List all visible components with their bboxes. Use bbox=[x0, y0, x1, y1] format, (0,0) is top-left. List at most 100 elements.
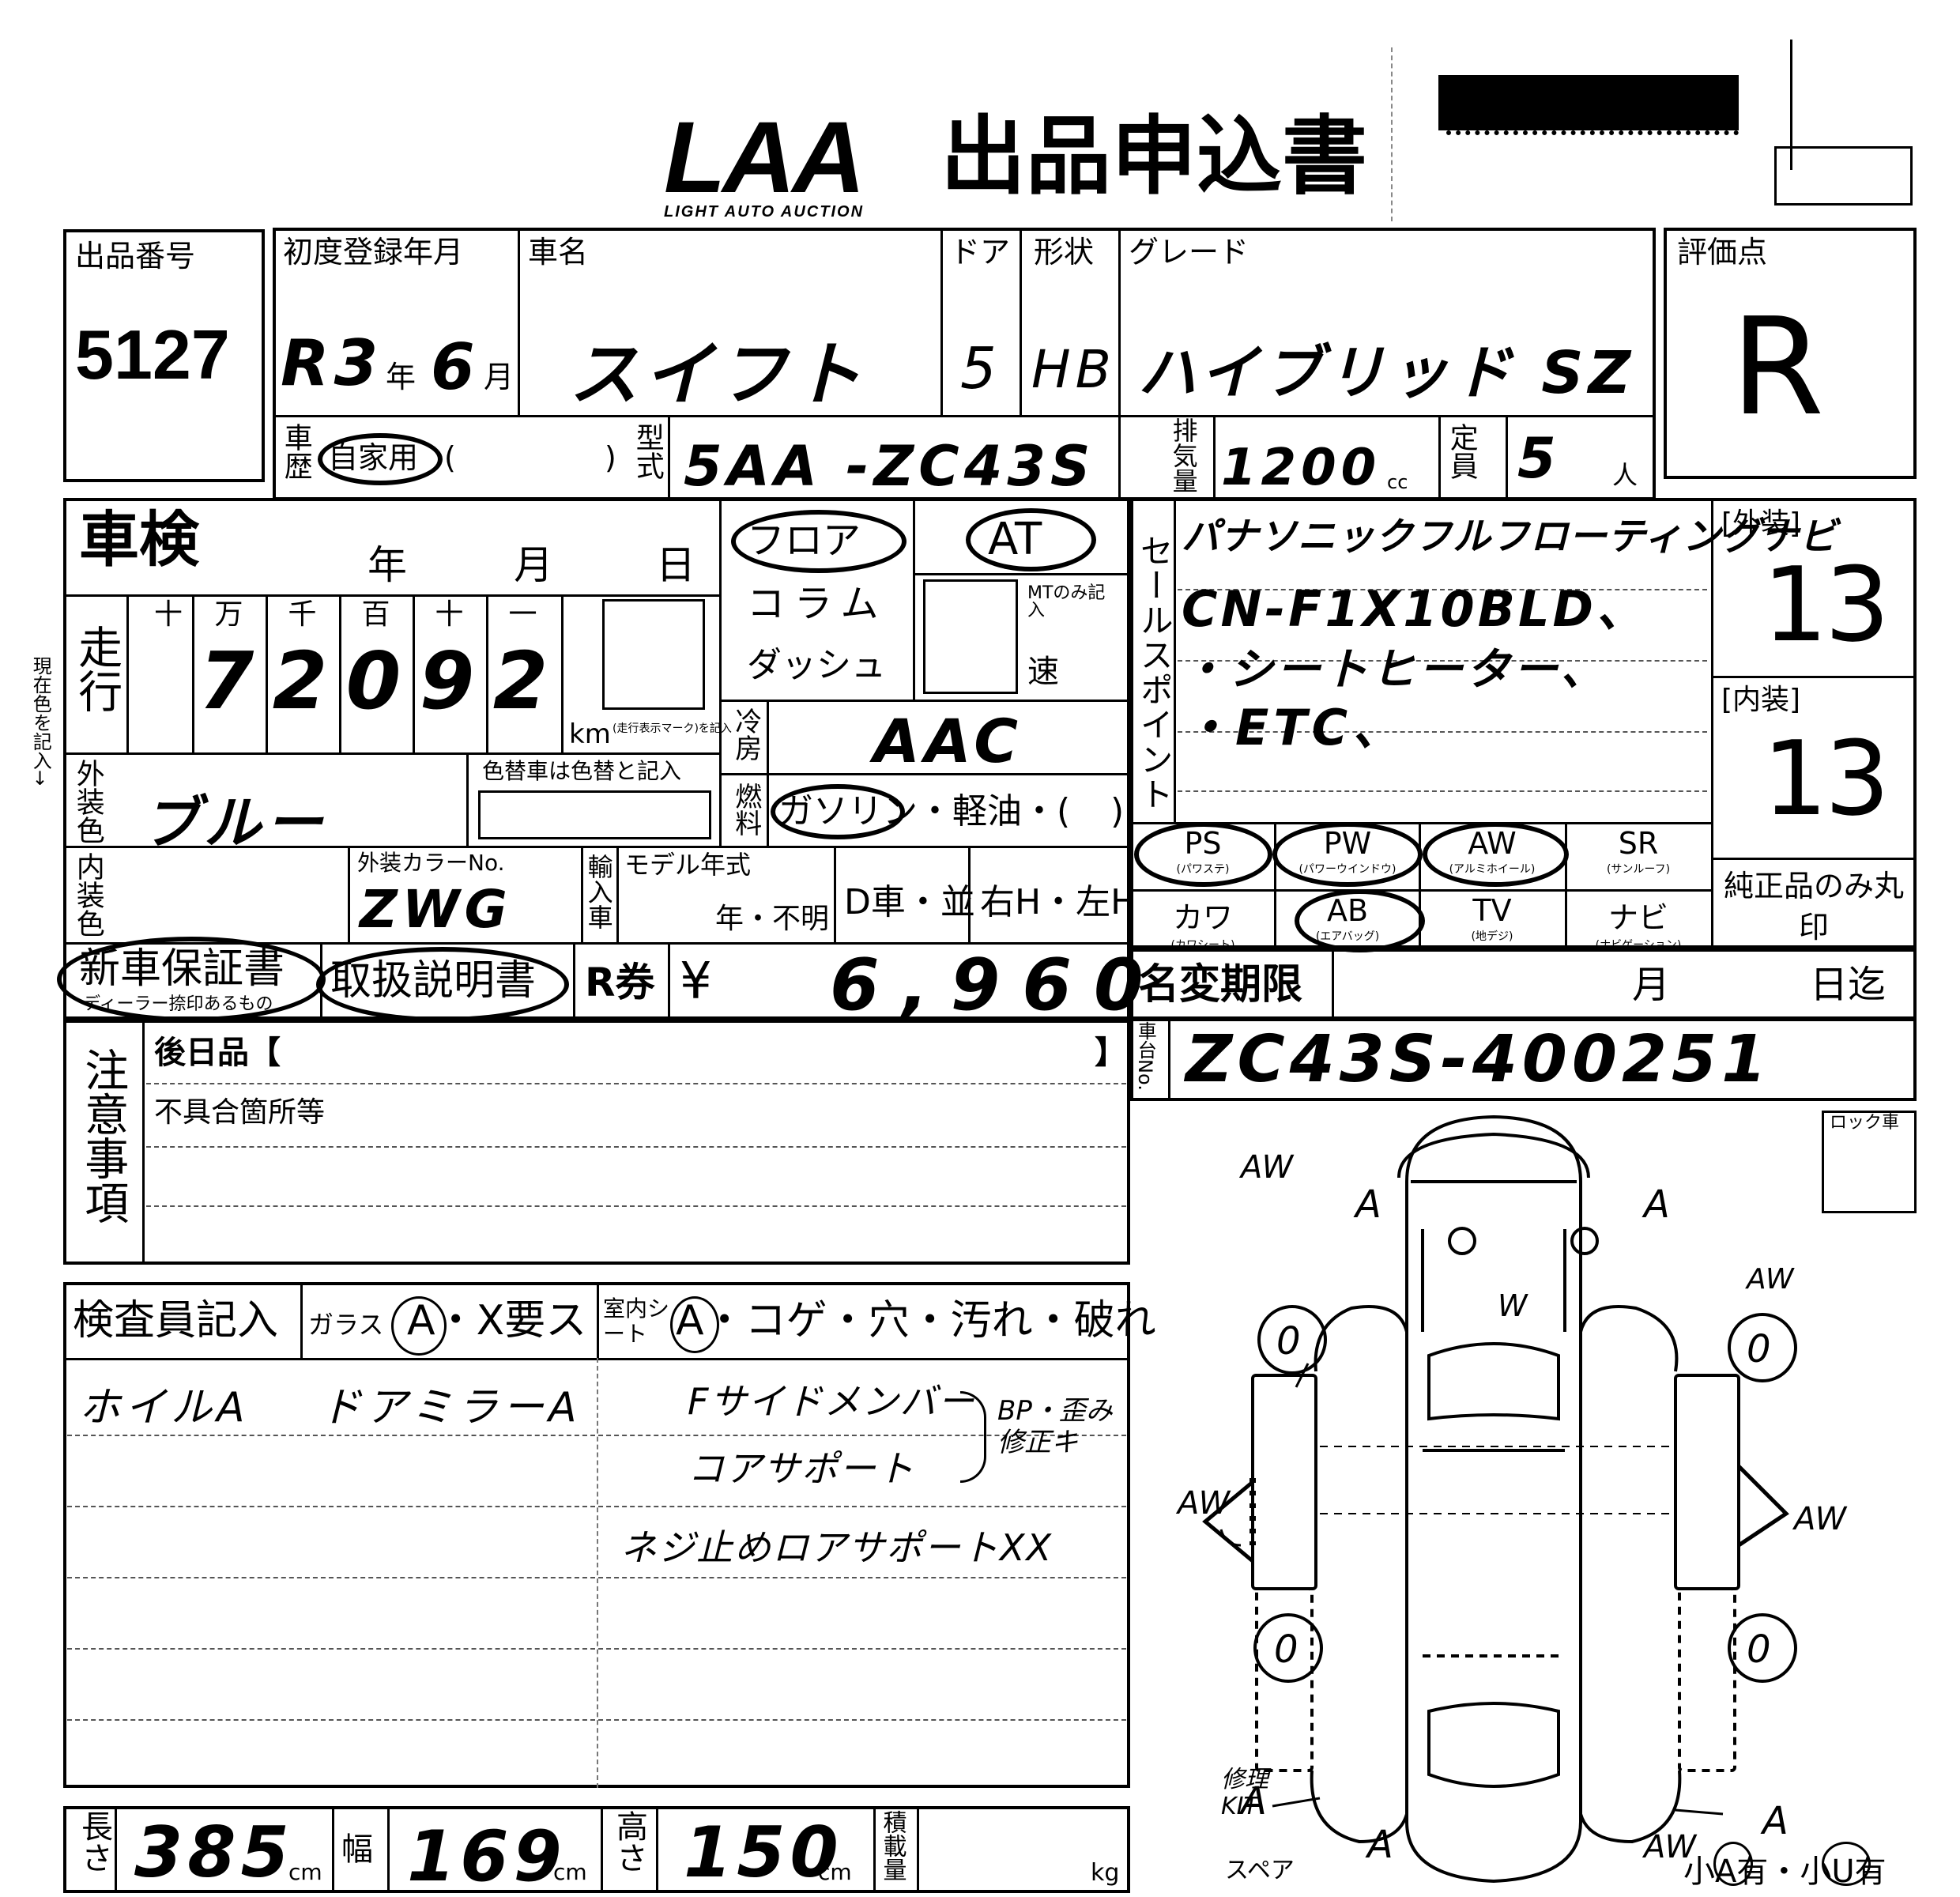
length-unit: cm bbox=[288, 1859, 322, 1885]
mark-w: W bbox=[1498, 1288, 1528, 1323]
mileage-digits: 7 2 0 9 2 bbox=[126, 642, 561, 737]
fuel-close: ) bbox=[1110, 791, 1125, 832]
inspection-year: 年 bbox=[368, 542, 407, 588]
inspection-day: 日 bbox=[656, 542, 695, 588]
history-circle bbox=[318, 433, 443, 485]
mark-a: A bbox=[1642, 1182, 1670, 1227]
laa-logo: LAA LIGHT AUTO AUCTION bbox=[664, 107, 925, 221]
equip-tv: TV (地デジ) bbox=[1421, 893, 1563, 944]
mileage-note: (走行表示マーク)を記入 bbox=[612, 722, 732, 735]
score-value: R bbox=[1731, 289, 1830, 446]
door-left-rear bbox=[1255, 1587, 1314, 1772]
ext-color-label: 外装色 bbox=[71, 759, 104, 844]
model-year-value: 年・不明 bbox=[715, 903, 830, 935]
mark-0: 0 bbox=[1276, 1319, 1301, 1363]
insp-note-core-support: コアサポート bbox=[688, 1447, 915, 1490]
length-label: 長さ bbox=[76, 1810, 112, 1873]
import-label: 輸入車 bbox=[583, 854, 614, 930]
inspection-block bbox=[63, 498, 1130, 1020]
equip-sub: (地デジ) bbox=[1471, 930, 1513, 943]
ps-circle bbox=[1134, 822, 1272, 887]
mileage-col-label: 一 bbox=[508, 598, 537, 631]
width-label: 幅 bbox=[341, 1831, 373, 1868]
door-right-rear bbox=[1678, 1587, 1736, 1772]
later-items-label: 後日品【 bbox=[154, 1035, 281, 1071]
headlight-left bbox=[1448, 1227, 1476, 1255]
equip-code: TV bbox=[1472, 893, 1512, 928]
model-year-label: モデル年式 bbox=[624, 850, 752, 880]
mark-aw: AW bbox=[1792, 1501, 1848, 1537]
mark-aw: AW bbox=[1175, 1485, 1231, 1522]
sales-line-2: CN-F1X10BLD、 bbox=[1182, 580, 1649, 638]
genuine-note: 純正品のみ丸印 bbox=[1723, 869, 1904, 945]
exterior-label: [外装] bbox=[1721, 507, 1801, 540]
repaint-box bbox=[478, 790, 711, 839]
mark-aw: AW bbox=[1642, 1829, 1698, 1865]
equip-code: ナビ bbox=[1608, 900, 1668, 935]
ac-label: 冷房 bbox=[729, 707, 762, 761]
mileage-mark-box bbox=[602, 599, 705, 710]
lot-number: 5127 bbox=[75, 315, 230, 394]
mark-a: A bbox=[1760, 1799, 1788, 1843]
repaint-note: 色替車は色替と記入 bbox=[482, 758, 682, 784]
sales-points-label: セールスポイント bbox=[1135, 534, 1174, 812]
mark-a: A bbox=[1353, 1182, 1381, 1227]
grade-label: グレード bbox=[1129, 235, 1250, 270]
mileage-label: 走行 bbox=[70, 624, 122, 713]
equip-sub: (サンルーフ) bbox=[1606, 863, 1671, 876]
door-value: 5 bbox=[960, 335, 1001, 402]
windshield bbox=[1427, 1342, 1560, 1421]
seat-options: A・コゲ・穴・汚れ・破れ bbox=[676, 1297, 1156, 1344]
mileage-col-label: 百 bbox=[361, 598, 390, 631]
door-label: ドア bbox=[950, 235, 1011, 270]
trans-circle bbox=[966, 508, 1096, 571]
car-body-outline bbox=[1405, 1114, 1582, 1884]
height-label: 高さ bbox=[611, 1810, 647, 1873]
shape-label: 形状 bbox=[1034, 235, 1095, 270]
mileage-digit: 9 bbox=[419, 635, 480, 727]
mileage-unit: km bbox=[569, 718, 611, 750]
inspector-label: 検査員記入 bbox=[73, 1297, 279, 1344]
fuel-circle bbox=[771, 784, 905, 839]
chassis-label: 車台No. bbox=[1134, 1021, 1157, 1091]
form-title: 出品申込書 bbox=[940, 107, 1368, 206]
ab-circle bbox=[1295, 889, 1425, 952]
length-value: 385 bbox=[134, 1812, 294, 1893]
pw-circle bbox=[1272, 822, 1423, 887]
logo-subtext: LIGHT AUTO AUCTION bbox=[664, 203, 865, 221]
manual-circle bbox=[316, 947, 569, 1022]
name-change-month: 月 bbox=[1632, 963, 1671, 1007]
sales-line-3: ・シートヒーター、 bbox=[1182, 644, 1608, 696]
insp-note-wheel: ホイルA bbox=[79, 1384, 250, 1431]
name-change-label: 名変期限 bbox=[1138, 961, 1303, 1009]
insp-note-lower-support: ネジ止めロアサポートXX bbox=[620, 1526, 1054, 1569]
fender-left-front bbox=[1314, 1305, 1408, 1372]
repair-kit-note: 修理KIT bbox=[1221, 1766, 1268, 1820]
redaction-block bbox=[1438, 75, 1739, 130]
capacity-value: 5 bbox=[1517, 426, 1561, 491]
stamp-box bbox=[1774, 146, 1913, 206]
mileage-col-label: 十 bbox=[153, 598, 183, 631]
lot-label: 出品番号 bbox=[75, 239, 196, 273]
defects-label: 不具合箇所等 bbox=[154, 1096, 326, 1129]
wheel-front-right bbox=[1728, 1313, 1797, 1382]
displacement-label: 排気量 bbox=[1168, 417, 1199, 493]
mark-a: A bbox=[1365, 1823, 1393, 1867]
equip-sr: SR (サンルーフ) bbox=[1567, 826, 1709, 877]
headlight-right bbox=[1570, 1227, 1599, 1255]
bottom-circle-u bbox=[1822, 1842, 1871, 1886]
wheel-front-left bbox=[1257, 1305, 1327, 1375]
name-change-day: 日迄 bbox=[1810, 963, 1886, 1007]
shift-column: コラム bbox=[747, 582, 888, 626]
fender-right-front bbox=[1579, 1305, 1679, 1372]
color-no-label: 外装カラーNo. bbox=[357, 850, 505, 876]
seat-label: 室内シート bbox=[603, 1295, 670, 1347]
inspection-month: 月 bbox=[514, 542, 553, 588]
recycle-yen: ¥ bbox=[680, 952, 712, 1011]
height-unit: cm bbox=[818, 1859, 852, 1885]
int-color-label: 内装色 bbox=[71, 852, 104, 937]
door-right-front bbox=[1674, 1374, 1740, 1590]
fender-right-rear bbox=[1579, 1770, 1682, 1844]
score-label: 評価点 bbox=[1677, 235, 1768, 270]
notes-label: 注意事項 bbox=[77, 1047, 129, 1224]
